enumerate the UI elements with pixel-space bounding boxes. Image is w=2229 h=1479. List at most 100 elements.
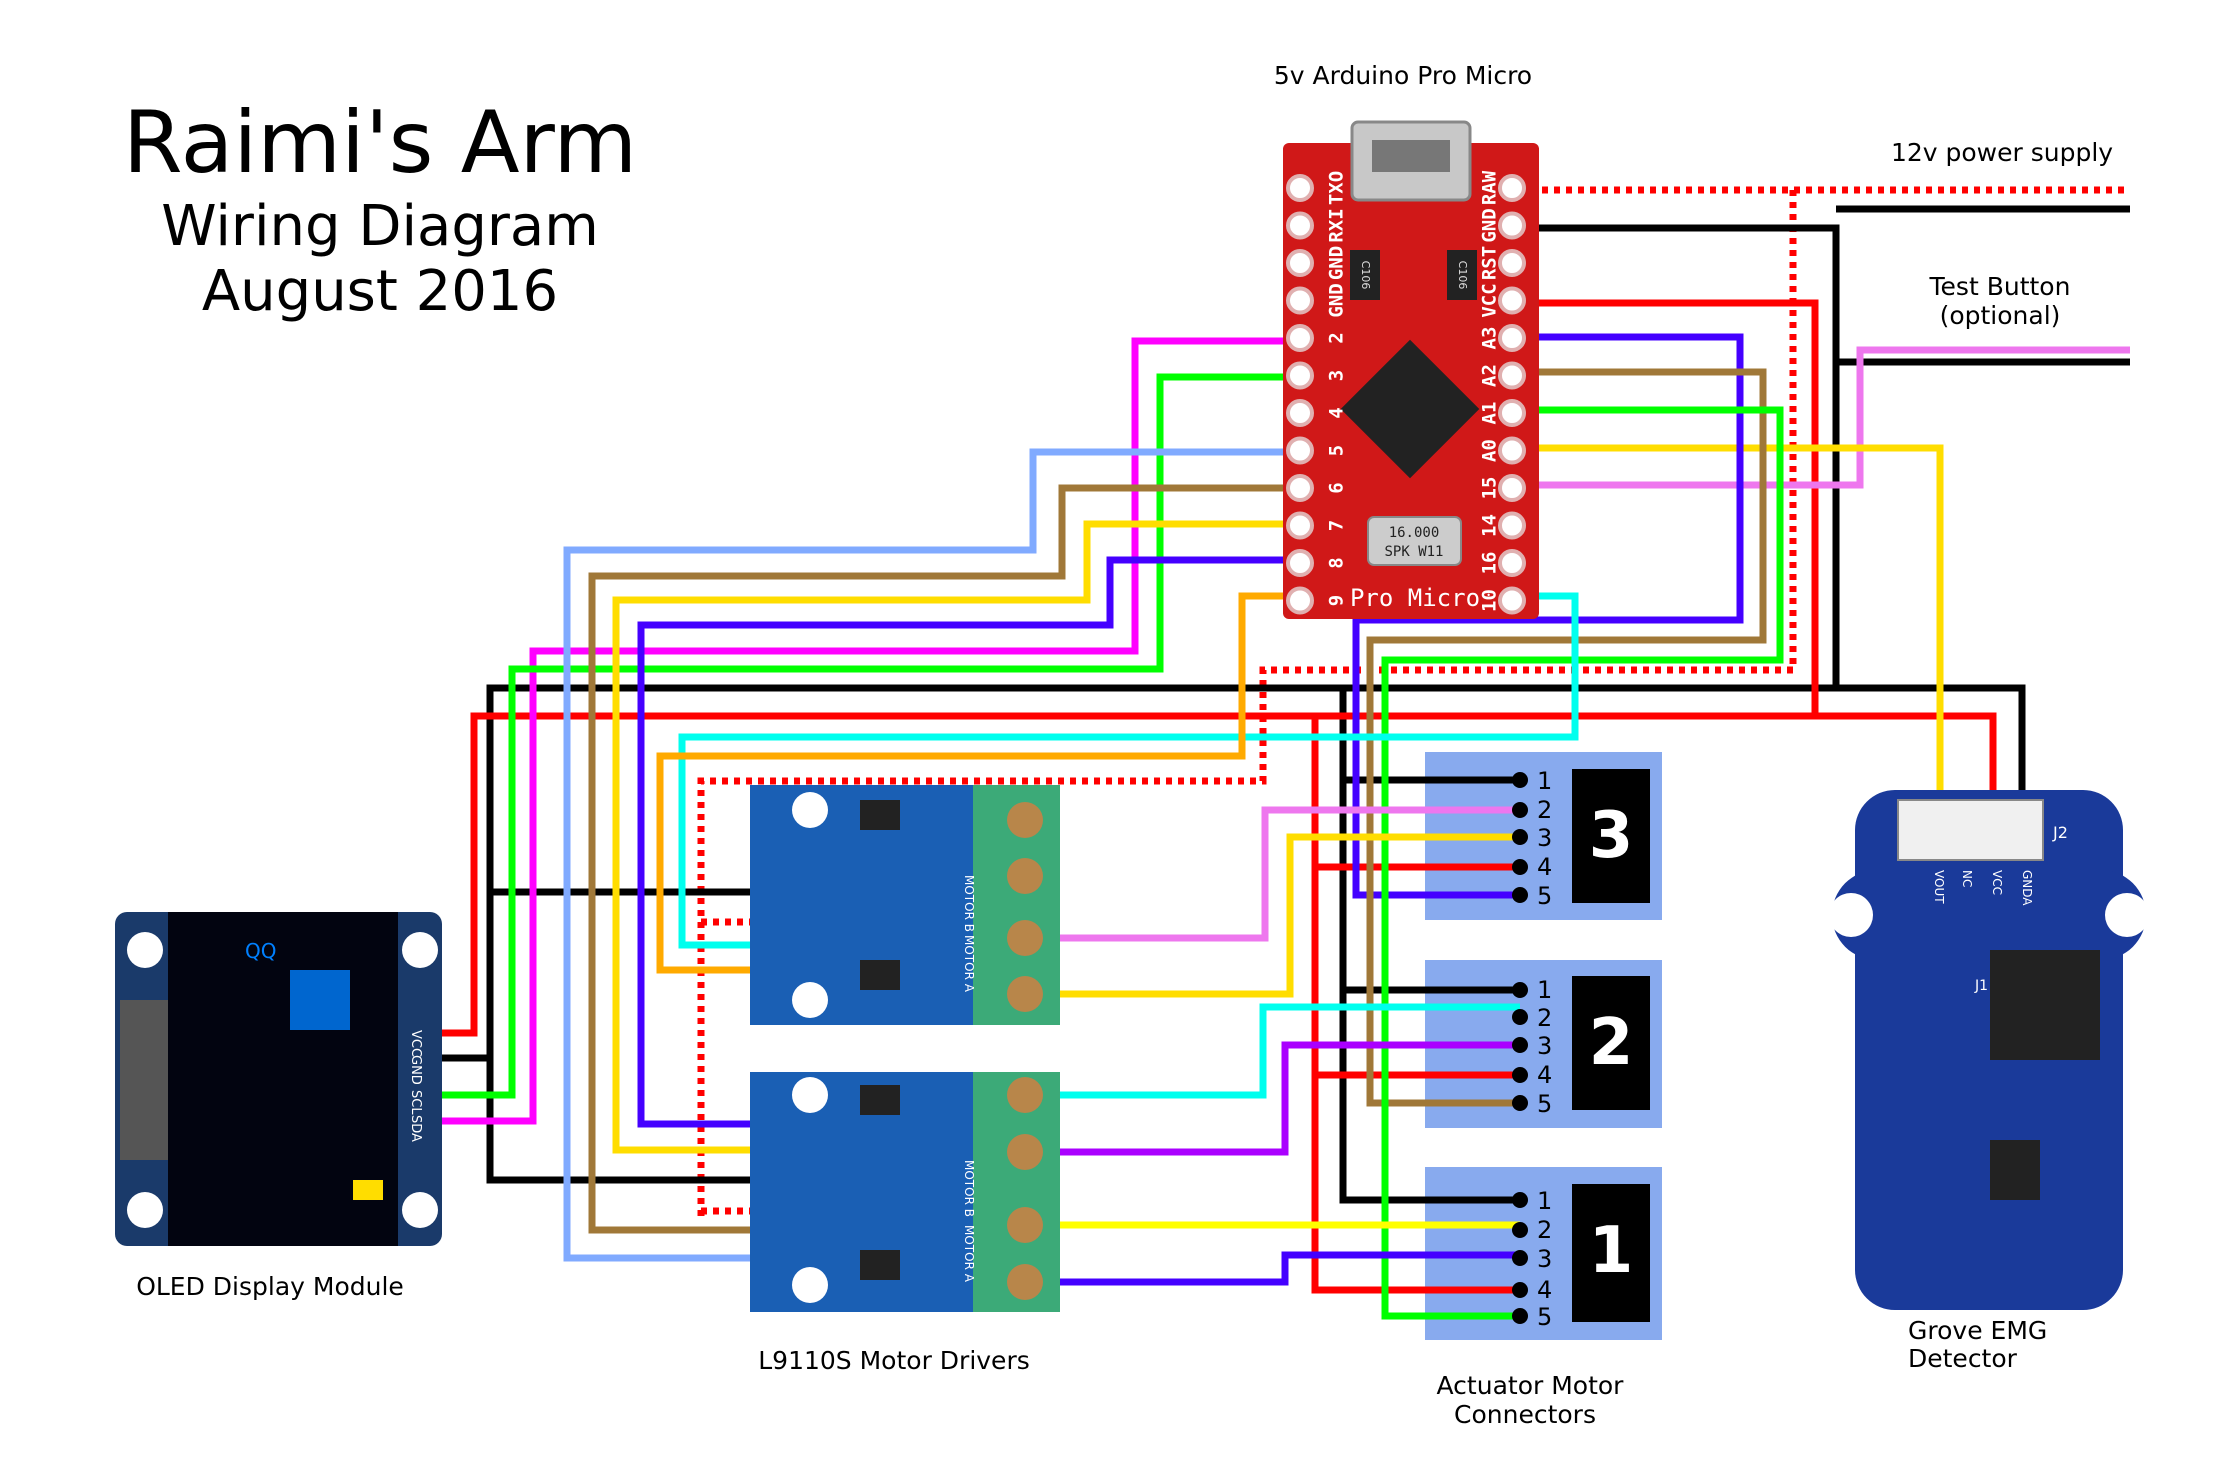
capacitor-right-label: C106 <box>1456 261 1469 290</box>
arduino-pin-label: 10 <box>1479 589 1501 612</box>
emg-pin-labels: VOUT NC VCC GNDA <box>1932 870 2034 906</box>
pin10-wire <box>678 592 1579 949</box>
motor-drivers-label: L9110S Motor Drivers <box>758 1346 1030 1375</box>
emg-signal-wire <box>1512 444 1944 820</box>
arduino-pin-holes <box>1286 174 1526 615</box>
c2-pin-2: 2 <box>1537 1004 1552 1032</box>
c3-pin-5: 5 <box>1537 882 1552 910</box>
oled-screen-text: QQ <box>245 939 276 963</box>
arduino-pin-label: 8 <box>1326 557 1348 568</box>
arduino-pin-label: 7 <box>1326 520 1348 531</box>
driver1-out-a2 <box>1025 833 1520 998</box>
vcc-act3 <box>1311 716 1520 1294</box>
c1-pin-3: 3 <box>1537 1245 1552 1273</box>
connector-2-pins: 1 2 3 4 5 <box>1512 976 1552 1118</box>
arduino-pin-label: 15 <box>1479 477 1501 500</box>
driver2-out-b2 <box>1025 1041 1520 1156</box>
driver-2-motor-b: MOTOR B <box>962 1160 976 1217</box>
arduino-pin-hole <box>1498 549 1526 577</box>
board-label: Pro Micro <box>1350 584 1480 612</box>
arduino-pin-label: 9 <box>1326 595 1348 606</box>
oled-pin-sda: SDA <box>408 1115 423 1142</box>
pin8-wire <box>637 556 1300 1128</box>
wires <box>432 186 2130 1320</box>
connector-1-pins: 1 2 3 4 5 <box>1512 1187 1552 1331</box>
arduino-pin-hole <box>1286 286 1314 315</box>
capacitor-left-label: C106 <box>1359 261 1372 290</box>
c2-pin-5: 5 <box>1537 1090 1552 1118</box>
oled-display-module: QQ <box>115 912 442 1246</box>
capacitor-left <box>1350 250 1380 300</box>
arduino-pin-label: GND <box>1479 208 1501 242</box>
emg-label: Grove EMG <box>1908 1316 2047 1345</box>
a1-wire <box>1381 406 1784 1320</box>
c1-pin-4: 4 <box>1537 1276 1552 1304</box>
pin3-wire <box>432 373 1300 1099</box>
arduino-pin-hole <box>1498 286 1526 315</box>
oled-ribbon <box>120 1000 168 1160</box>
emg-pin-vout: VOUT <box>1932 870 1946 904</box>
driver-1-motor-b: MOTOR B <box>962 875 976 932</box>
diagram-date: August 2016 <box>202 259 558 324</box>
oled-pin-scl: SCL <box>408 1090 423 1115</box>
capacitor-right <box>1447 250 1477 300</box>
connector-3-id: 3 <box>1589 799 1634 873</box>
arduino-pin-label: 2 <box>1326 332 1348 343</box>
driver2-out-b1 <box>1025 1003 1520 1099</box>
arduino-pin-hole <box>1286 474 1314 502</box>
arduino-pin-hole <box>1286 324 1314 352</box>
arduino-label: 5v Arduino Pro Micro <box>1274 61 1532 90</box>
pin6-wire <box>588 484 1300 1234</box>
arduino-pin-label: 3 <box>1326 370 1348 381</box>
test-button-optional-label: (optional) <box>1940 301 2061 330</box>
connector-pins: 1 2 3 4 5 1 2 3 4 5 1 2 3 4 5 <box>1512 767 1552 1331</box>
power-label: 12v power supply <box>1891 138 2113 167</box>
actuator-label-2: Connectors <box>1454 1400 1596 1429</box>
driver1-out-a1 <box>1025 806 1520 942</box>
arduino-pin-label: 4 <box>1326 407 1348 418</box>
arduino-pin-hole <box>1286 549 1314 577</box>
arduino-pin-label: RST <box>1479 246 1501 280</box>
gnd-act3 <box>1339 688 1520 1204</box>
arduino-pin-label: 6 <box>1326 482 1348 493</box>
diagram-subtitle: Wiring Diagram <box>161 194 599 259</box>
emg-chip <box>1990 1140 2040 1200</box>
arduino-pin-labels: TXORXIGNDGND23456789RAWGNDRSTVCCA3A2A1A0… <box>1326 170 1501 612</box>
arduino-pin-hole <box>1286 586 1314 615</box>
crystal <box>1367 516 1462 566</box>
arduino-pin-label: RXI <box>1326 208 1348 242</box>
arduino-pin-hole <box>1286 211 1314 240</box>
c3-pin-3: 3 <box>1537 824 1552 852</box>
arduino-pro-micro: 16.000 SPK W11 C106 C106 Pro Micro <box>1283 120 1539 619</box>
arduino-pin-label: 14 <box>1479 514 1501 537</box>
c3-pin-2: 2 <box>1537 796 1552 824</box>
connector-2-id: 2 <box>1589 1006 1634 1080</box>
arduino-pin-label: A2 <box>1479 364 1501 387</box>
arduino-pin-hole <box>1286 174 1314 202</box>
oled-pin-vcc: VCC <box>408 1030 423 1057</box>
connector-1-id: 1 <box>1589 1214 1634 1288</box>
a2-wire <box>1366 368 1767 1107</box>
c1-pin-5: 5 <box>1537 1303 1552 1331</box>
driver2-out-a2 <box>1025 1251 1520 1286</box>
oled-label: OLED Display Module <box>136 1272 404 1301</box>
c3-pin-4: 4 <box>1537 853 1552 881</box>
arduino-pin-label: 5 <box>1326 445 1348 456</box>
oled-pins: VCC GND SCL SDA <box>408 1030 423 1142</box>
arduino-pin-hole <box>1498 399 1526 427</box>
arduino-pin-label: RAW <box>1479 170 1501 205</box>
motor-driver-1: MOTOR B MOTOR A <box>750 785 1060 1025</box>
vcc-wire <box>1512 299 1997 820</box>
arduino-pin-hole <box>1498 174 1526 202</box>
arduino-pin-hole <box>1498 324 1526 352</box>
arduino-pin-label: A1 <box>1479 402 1501 425</box>
arduino-pin-label: TXO <box>1326 171 1348 205</box>
actuator-connector-1: 1 <box>1425 1167 1662 1340</box>
actuator-label: Actuator Motor <box>1437 1371 1625 1400</box>
emg-jack-label: J1 <box>1974 978 1988 994</box>
emg-pin-gnda: GNDA <box>2020 870 2034 906</box>
arduino-pin-hole <box>1286 511 1314 540</box>
oled-battery-icon <box>353 1180 383 1200</box>
arduino-pin-hole <box>1286 361 1314 390</box>
